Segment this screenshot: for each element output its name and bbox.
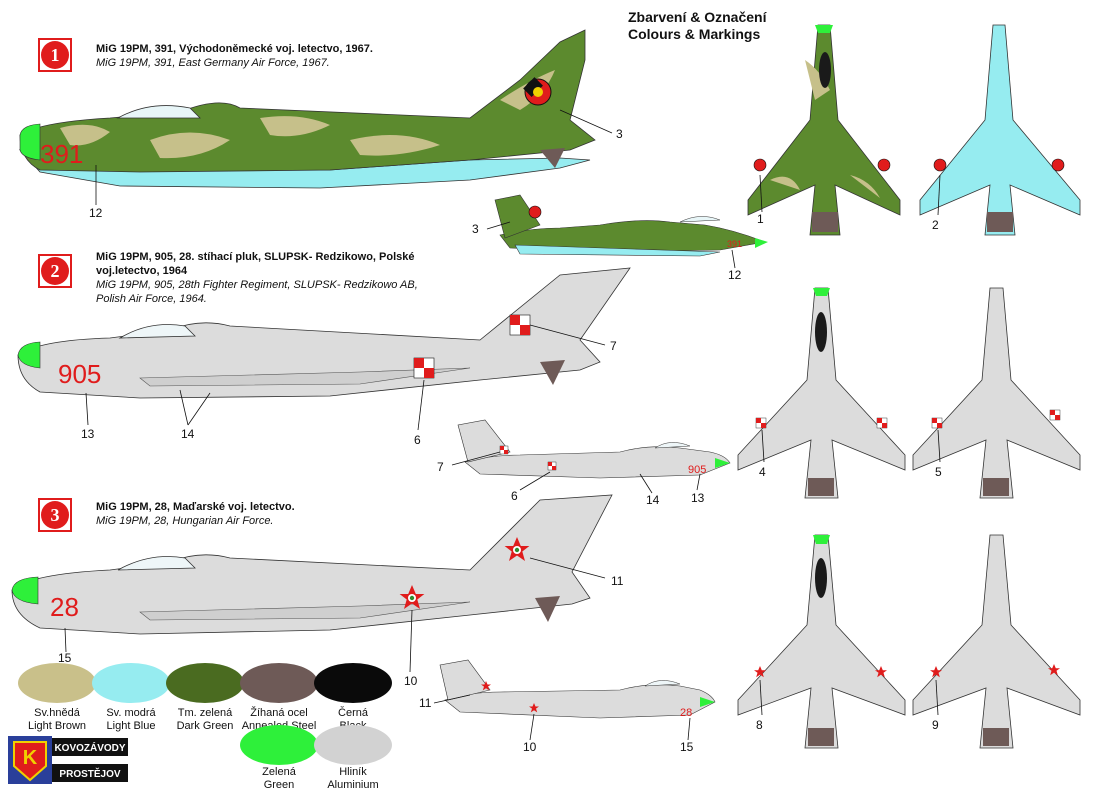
callout-1: 1: [757, 212, 764, 226]
header-title-en: Colours & Markings: [628, 26, 761, 42]
scheme-3-title-cz: MiG 19PM, 28, Maďarské voj. letectvo.: [96, 501, 295, 513]
callout-3: 3: [616, 127, 623, 141]
callout-9: 9: [932, 718, 939, 732]
callout-10: 10: [404, 674, 418, 688]
logo-letter: K: [23, 747, 38, 769]
swatch-dark-green: [166, 663, 244, 703]
scheme-2-serial: 905: [58, 359, 101, 389]
swatch-light-blue: [92, 663, 170, 703]
callout-11: 11: [611, 574, 624, 588]
kovozavody-logo: K KOVOZÁVODY PROSTĚJOV: [8, 736, 128, 784]
callout-2: 2: [932, 218, 939, 232]
scheme-3-number: 3: [51, 505, 60, 525]
swatch-black: [314, 663, 392, 703]
swatch-light-brown: [18, 663, 96, 703]
scheme-2-badge: 2: [38, 254, 72, 288]
scheme-1-title-en: MiG 19PM, 391, East Germany Air Force, 1…: [96, 57, 330, 69]
swatch-green: [240, 725, 318, 765]
callout-6-small: 6: [511, 489, 518, 503]
scheme-1-serial: 391: [40, 139, 83, 169]
scheme-2-title-cz-1: MiG 19PM, 905, 28. stíhací pluk, SLUPSK-…: [96, 251, 415, 263]
callout-12-small: 12: [728, 268, 742, 282]
logo-line-1: KOVOZÁVODY: [54, 741, 125, 754]
callout-6: 6: [414, 433, 421, 447]
swatch-aluminium: [314, 725, 392, 765]
callout-14-small: 14: [646, 493, 660, 507]
scheme-3-serial: 28: [50, 592, 79, 622]
svg-text:28: 28: [680, 707, 692, 719]
callout-3-small: 3: [472, 222, 479, 236]
callout-5: 5: [935, 465, 942, 479]
callout-10-small: 10: [523, 740, 537, 754]
callout-15: 15: [58, 651, 72, 665]
callout-7-small: 7: [437, 460, 444, 474]
scheme-3-title-en: MiG 19PM, 28, Hungarian Air Force.: [96, 515, 274, 527]
scheme-2-title-en-1: MiG 19PM, 905, 28th Fighter Regiment, SL…: [96, 279, 418, 291]
svg-text:905: 905: [688, 464, 706, 476]
scheme-2-title-cz-2: voj.letectvo, 1964: [96, 265, 188, 277]
callout-13: 13: [81, 427, 95, 441]
svg-text:391: 391: [727, 239, 742, 249]
callout-7: 7: [610, 339, 617, 353]
callout-8: 8: [756, 718, 763, 732]
header-title-cz: Zbarvení & Označení: [628, 9, 767, 25]
scheme-1-title-cz: MiG 19PM, 391, Východoněmecké voj. letec…: [96, 43, 373, 55]
scheme-1-badge: 1: [38, 38, 72, 72]
logo-line-2: PROSTĚJOV: [59, 767, 120, 780]
scheme-2-number: 2: [51, 261, 60, 281]
scheme-3-badge: 3: [38, 498, 72, 532]
callout-12: 12: [89, 206, 103, 220]
callout-15-small: 15: [680, 740, 694, 754]
callout-13-small: 13: [691, 491, 705, 505]
swatch-annealed-steel: [240, 663, 318, 703]
scheme-1-number: 1: [51, 45, 60, 65]
callout-11-small: 11: [419, 696, 432, 710]
callout-4: 4: [759, 465, 766, 479]
callout-14: 14: [181, 427, 195, 441]
scheme-2-title-en-2: Polish Air Force, 1964.: [96, 293, 207, 305]
